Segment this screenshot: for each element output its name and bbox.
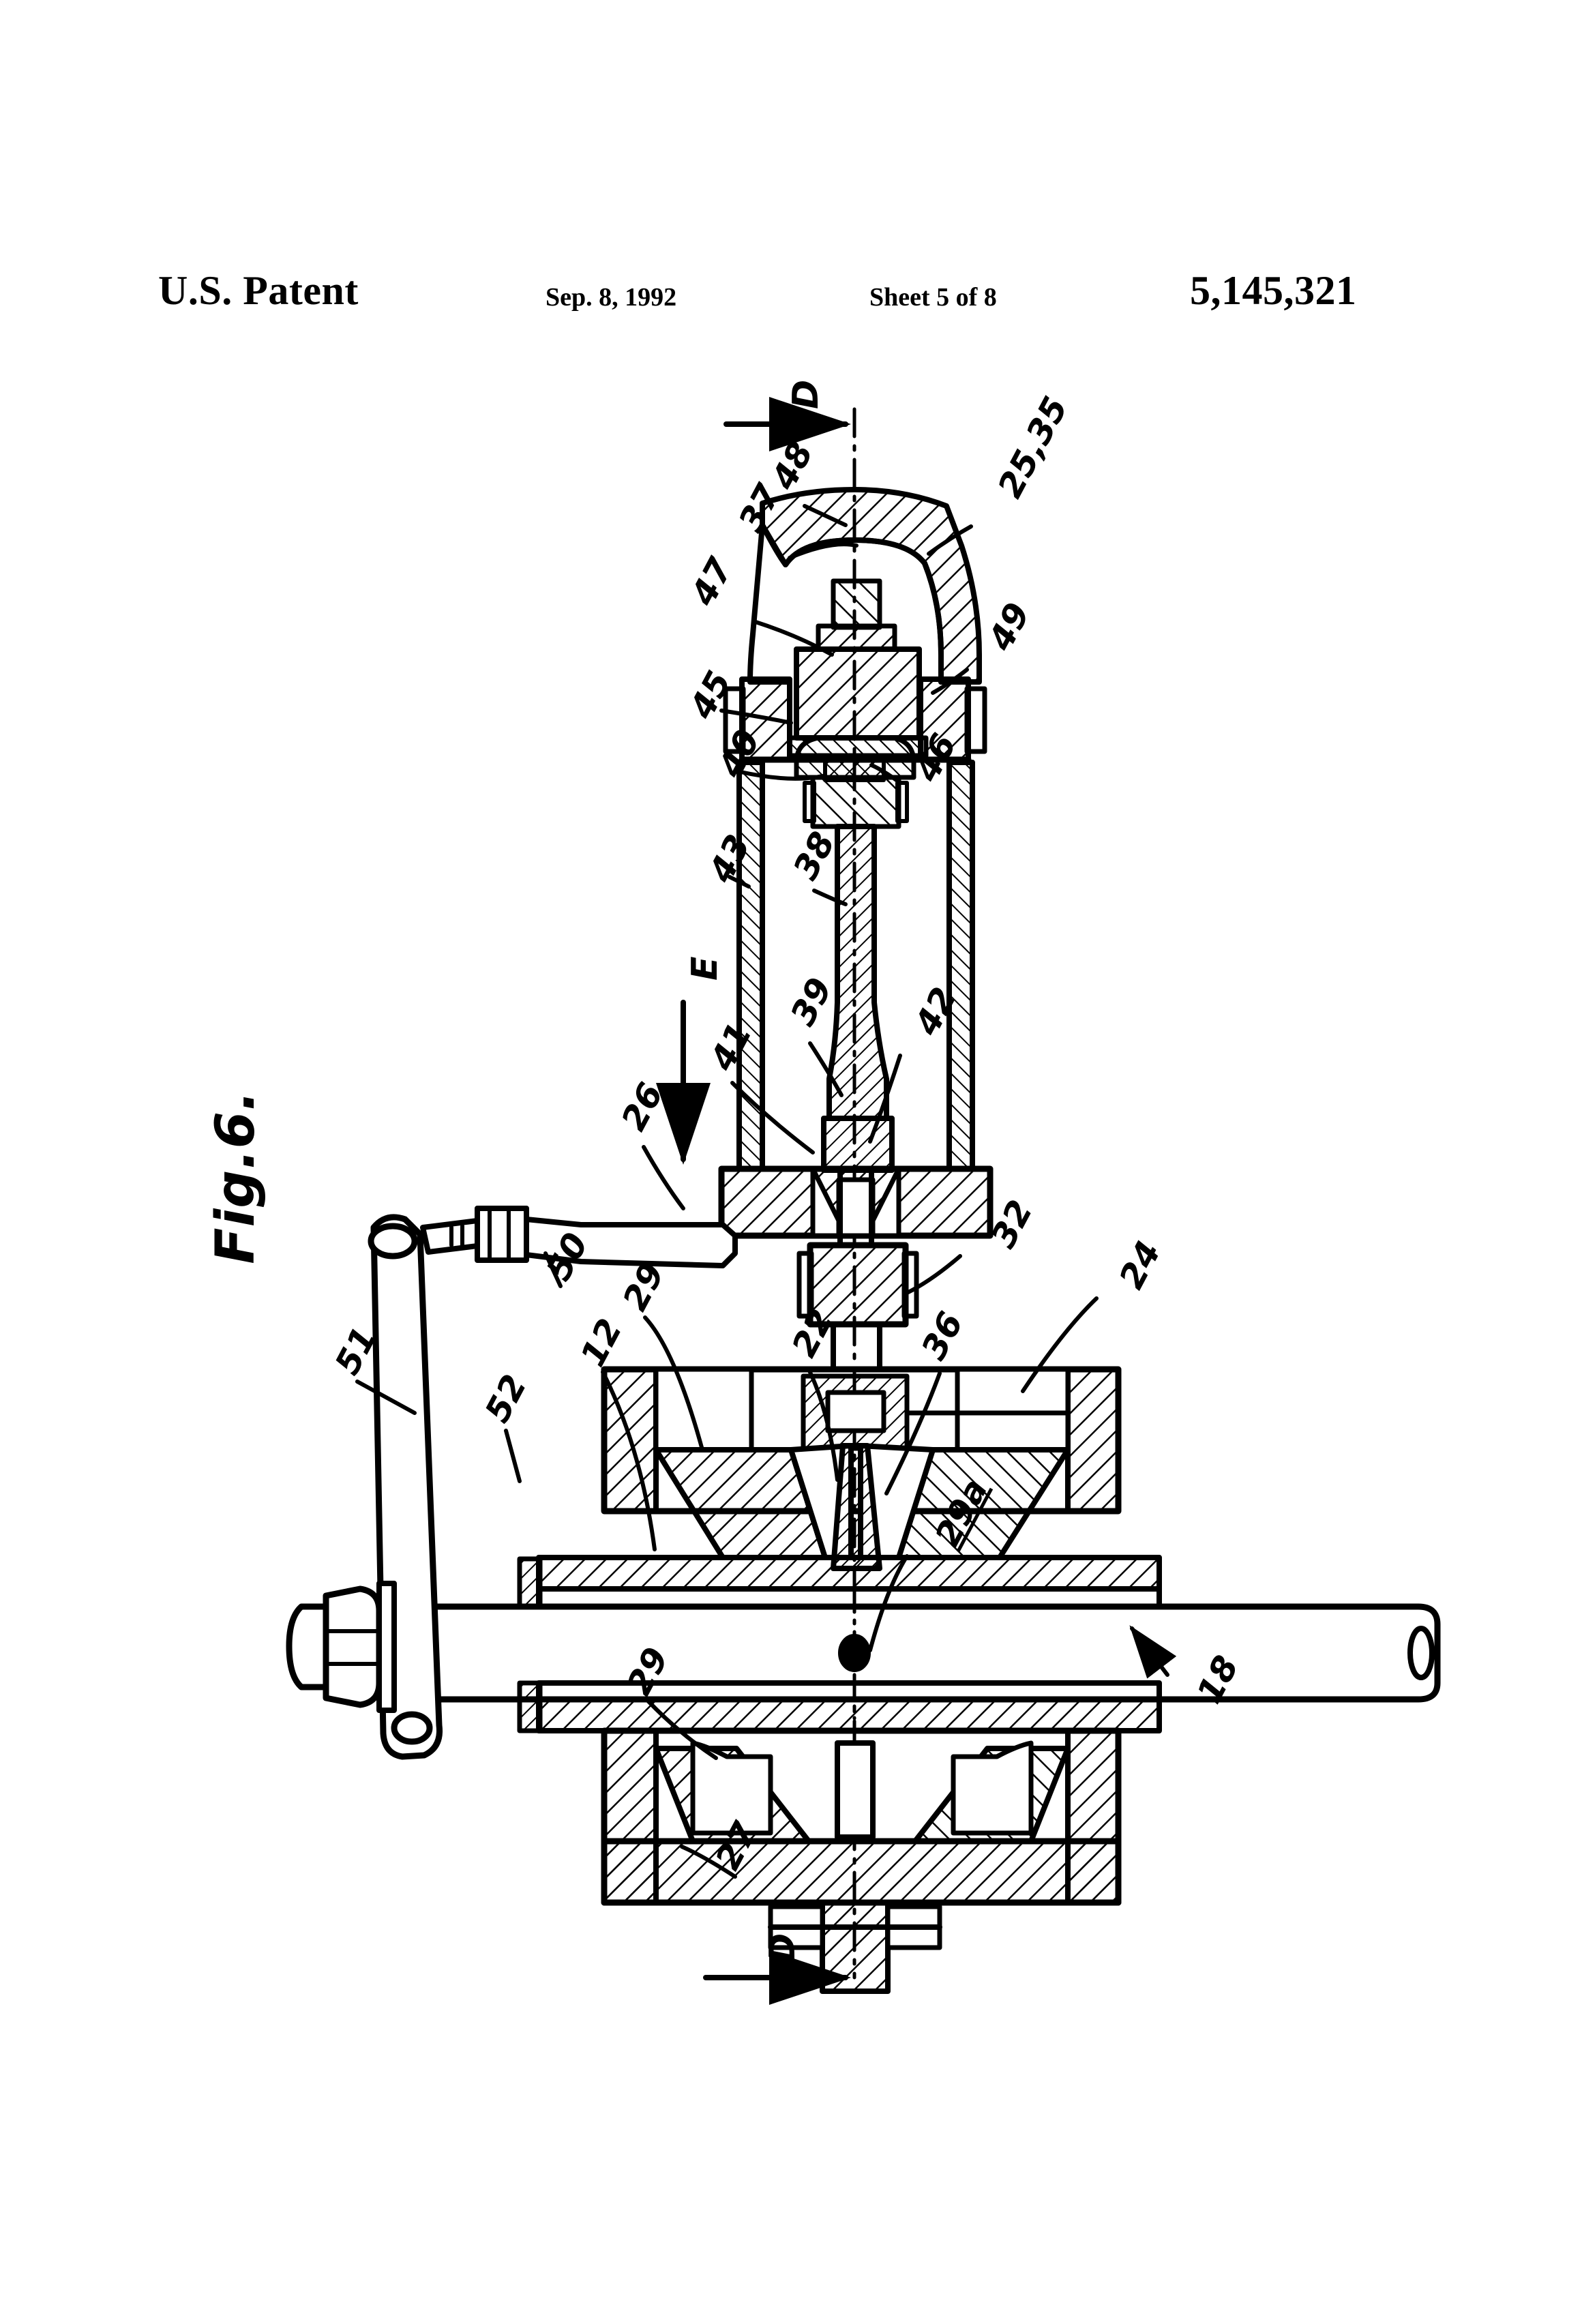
patent-date: Sep. 8, 1992: [546, 283, 677, 312]
lever-hub-washer: [376, 1581, 397, 1713]
link-collar: [475, 1206, 529, 1263]
rod-foot-39: [821, 1116, 895, 1173]
shaft-end-ellipse: [1407, 1626, 1435, 1680]
rod-nut-left-face: [803, 781, 816, 823]
barrel-wall-right: [946, 760, 975, 1172]
housing-wall-right-upper: [1065, 1367, 1121, 1514]
operating-lever-assembly: [286, 1206, 738, 1760]
coupling-left-ear: [796, 1251, 814, 1319]
sheet-number: Sheet 5 of 8: [869, 283, 997, 312]
piston-block: [794, 646, 922, 741]
housing-pocket-upper-left: [653, 1367, 754, 1452]
endcap-centre-bore: [836, 1177, 876, 1238]
housing-base-plate-27: [601, 1838, 1122, 1906]
lever-hub-nut: [286, 1603, 329, 1690]
lower-centre-slot: [835, 1740, 876, 1840]
lower-cavity-right: [951, 1740, 1034, 1836]
head-bolt-stud: [831, 578, 882, 630]
patent-page-header: U.S. Patent Sep. 8, 1992 Sheet 5 of 8 5,…: [0, 134, 1582, 313]
shaft-52: [406, 1587, 1441, 1720]
coupling-right-ear: [901, 1251, 919, 1319]
lever-lower-eye: [391, 1711, 433, 1745]
piston-rod-38: [826, 824, 889, 1121]
patent-number: 5,145,321: [1190, 268, 1357, 313]
letter-e: E: [685, 956, 726, 981]
rod-nut-right-face: [895, 781, 909, 823]
lever-hub-boss: [323, 1585, 383, 1708]
shaft-body: [406, 1603, 1441, 1703]
hub-flange-plate-upper: [536, 1555, 1162, 1592]
flange-right-lip: [964, 686, 987, 754]
lower-boss: [820, 1900, 891, 1994]
hub-housing-lower: [517, 1680, 1162, 1994]
hub-housing-assembly: [517, 1366, 1162, 1609]
cap-inner-contour: [760, 522, 944, 685]
rod-top-nut: [810, 775, 901, 829]
flange-left-lip: [723, 686, 746, 754]
letter-d-top: D: [786, 379, 826, 409]
cylinder-barrel-assembly: [718, 760, 994, 1248]
push-rod-50: [524, 1217, 738, 1268]
head-bolt-flange: [816, 623, 897, 652]
lever-upper-eye: [368, 1223, 418, 1260]
leader-lines: [355, 504, 1177, 1879]
coupling-stem: [831, 1322, 882, 1372]
flange-edge-left-upper: [517, 1556, 543, 1609]
actuator-head-assembly: [747, 487, 982, 758]
letter-d-bottom: D: [762, 1933, 803, 1963]
port-bore: [825, 1390, 886, 1433]
hub-flange-plate-lower: [536, 1697, 1162, 1733]
housing-pocket-upper-right: [955, 1367, 1071, 1452]
patent-office-title: U.S. Patent: [158, 268, 359, 313]
coupling-block-32: [796, 1242, 919, 1372]
flange-edge-left-lower: [517, 1680, 543, 1733]
